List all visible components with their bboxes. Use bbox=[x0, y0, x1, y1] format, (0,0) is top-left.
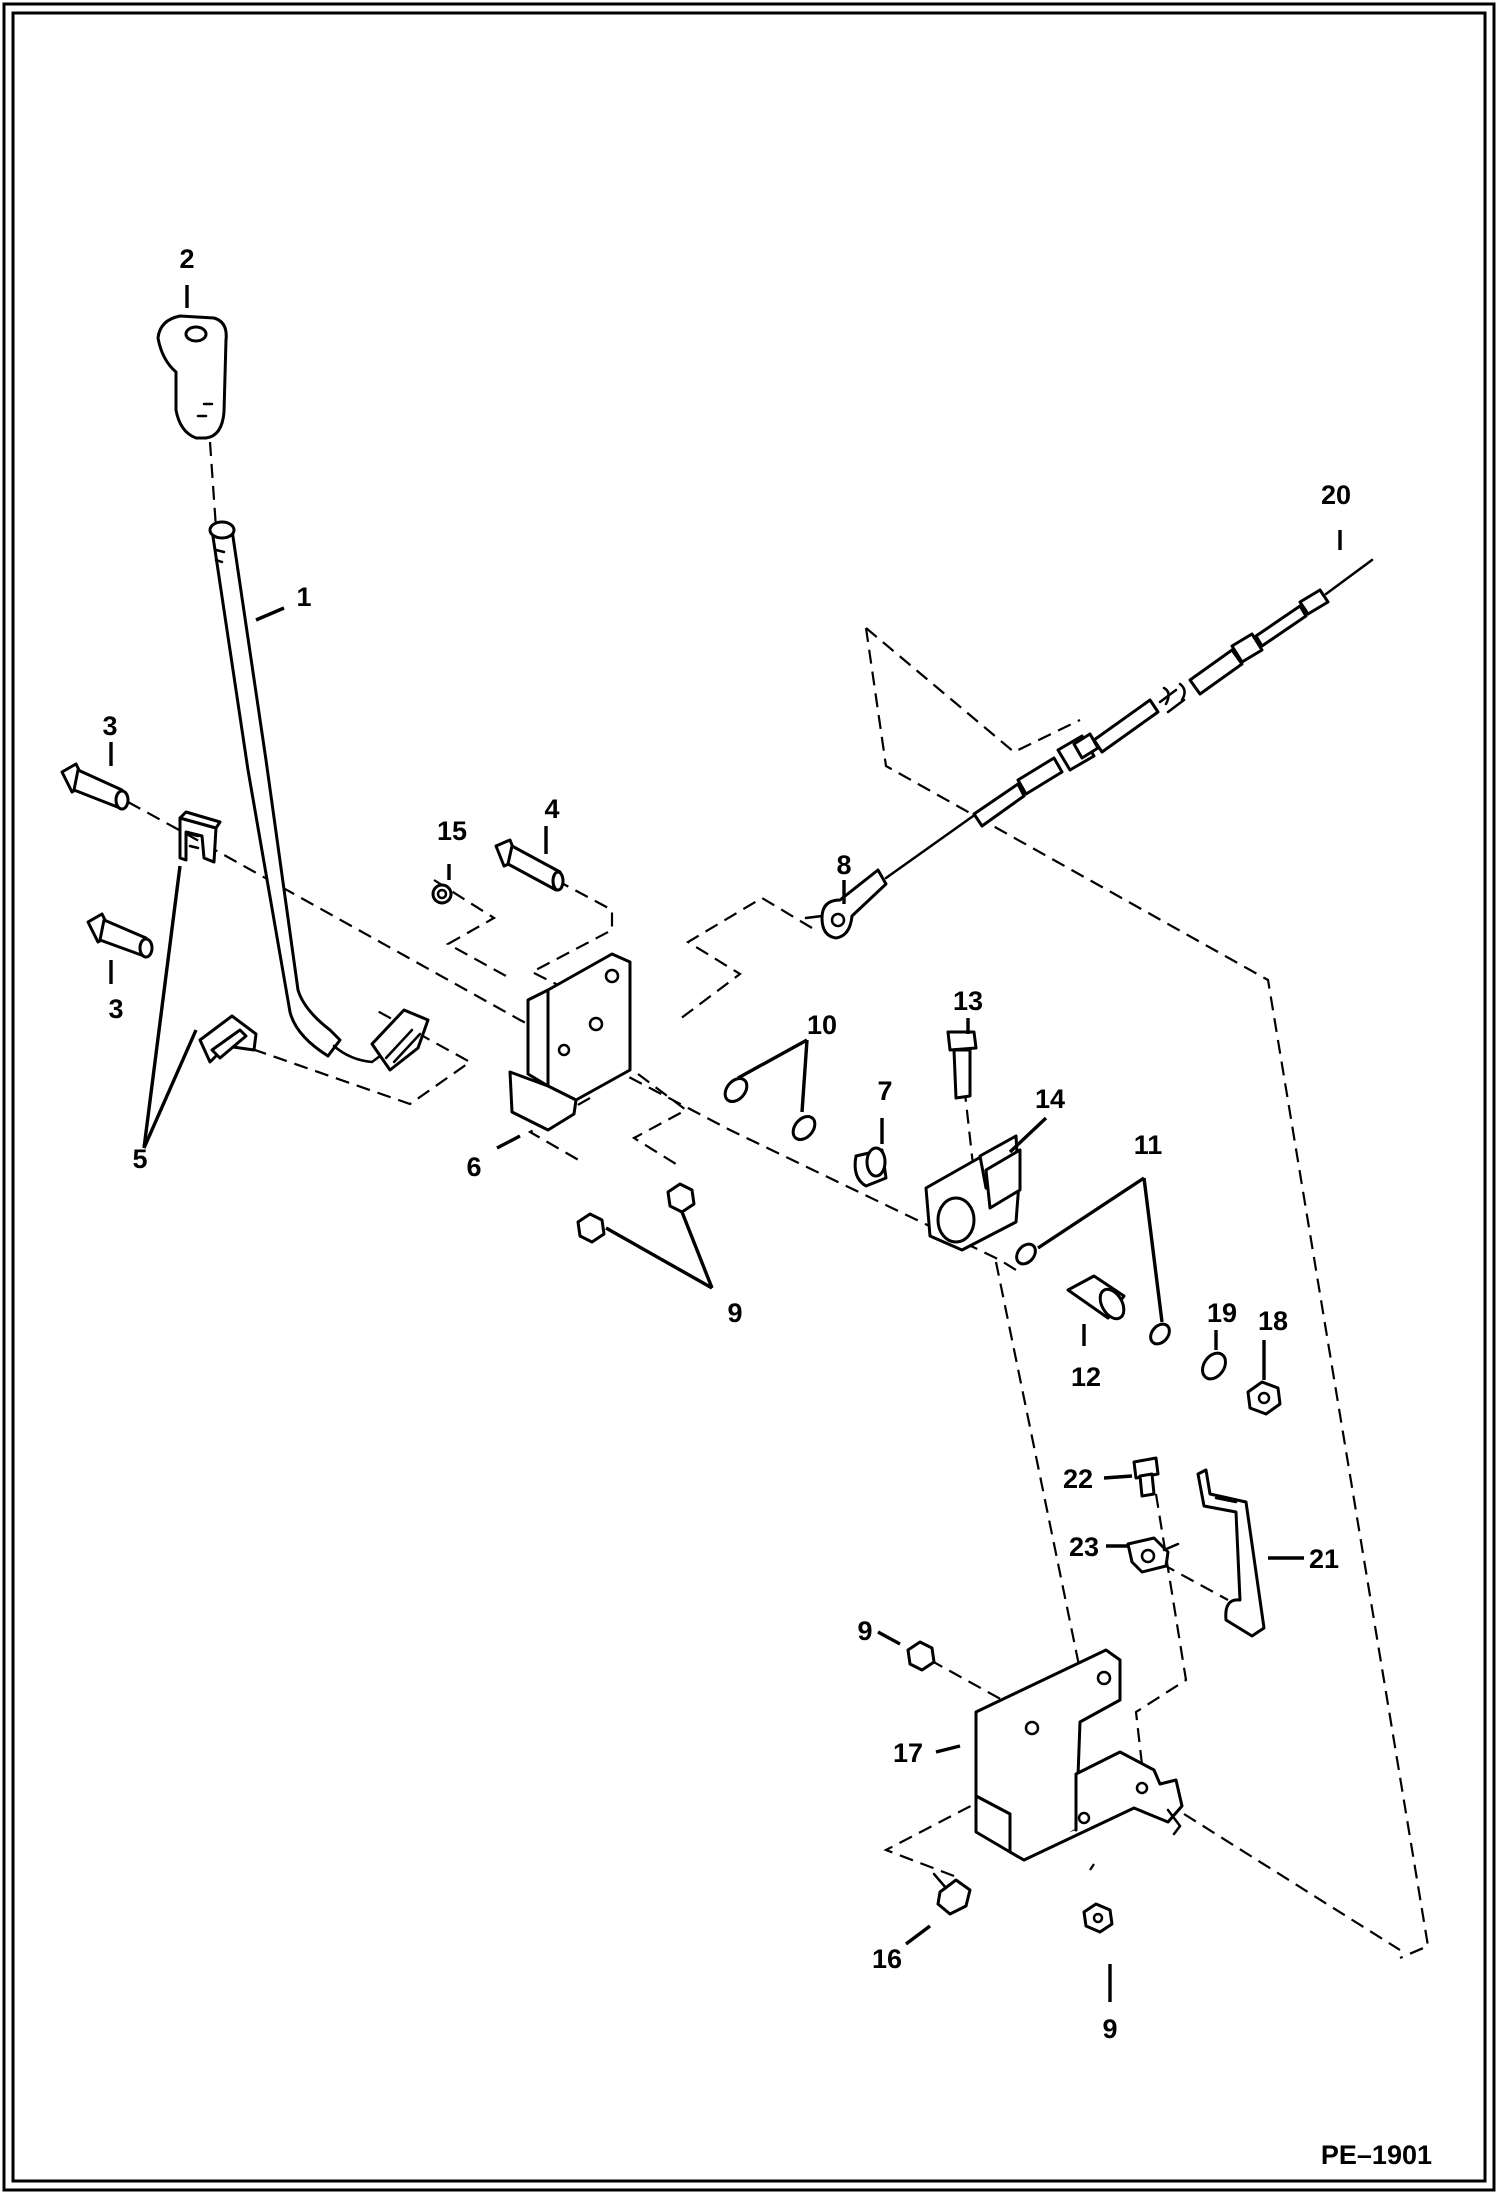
callout-1: 1 bbox=[296, 582, 311, 612]
clamp-upper-part bbox=[178, 810, 222, 864]
lever-part bbox=[208, 520, 430, 1072]
callout-8: 8 bbox=[836, 850, 851, 880]
bolt-lower-part bbox=[86, 912, 154, 959]
callout-12: 12 bbox=[1071, 1362, 1101, 1392]
callout-22: 22 bbox=[1063, 1464, 1093, 1494]
nut-18-part bbox=[1246, 1380, 1282, 1416]
plate-17-part bbox=[974, 1648, 1184, 1862]
callout-9-bracket: 9 bbox=[727, 1298, 742, 1328]
callout-23: 23 bbox=[1069, 1532, 1099, 1562]
nut-15-part bbox=[431, 883, 453, 905]
callout-4: 4 bbox=[544, 794, 559, 824]
nut-9c-part bbox=[906, 1640, 936, 1672]
bolt-13-part bbox=[946, 1030, 978, 1100]
bolt-16-part bbox=[932, 1872, 972, 1916]
callout-5: 5 bbox=[132, 1144, 147, 1174]
callout-6: 6 bbox=[466, 1152, 481, 1182]
clamp-lower-part bbox=[198, 1014, 258, 1064]
callout-14: 14 bbox=[1035, 1084, 1065, 1114]
inner-border bbox=[11, 11, 1487, 2183]
ring-10a-part bbox=[723, 1076, 749, 1104]
callout-13: 13 bbox=[953, 986, 983, 1016]
bracket-6-part bbox=[508, 952, 632, 1132]
callout-10: 10 bbox=[807, 1010, 837, 1040]
ring-11a-part bbox=[1015, 1242, 1037, 1266]
callout-3-upper: 3 bbox=[102, 711, 117, 741]
drawing-reference: PE–1901 bbox=[1321, 2140, 1432, 2170]
clip-23-part bbox=[1126, 1536, 1180, 1574]
callout-20: 20 bbox=[1321, 480, 1351, 510]
callout-17: 17 bbox=[893, 1738, 923, 1768]
callout-9-lower: 9 bbox=[1102, 2014, 1117, 2044]
callout-2: 2 bbox=[179, 244, 194, 274]
nut-9d-part bbox=[1082, 1902, 1114, 1934]
callout-18: 18 bbox=[1258, 1306, 1288, 1336]
washer-19-part bbox=[1201, 1351, 1227, 1381]
pivot-14-part bbox=[924, 1134, 1022, 1252]
callout-19: 19 bbox=[1207, 1298, 1237, 1328]
callout-16: 16 bbox=[872, 1944, 902, 1974]
bolt-upper-part bbox=[60, 762, 130, 811]
nut-9b-part bbox=[666, 1182, 696, 1214]
leader-lines bbox=[109, 285, 1342, 2002]
spacer-12-part bbox=[1066, 1274, 1126, 1321]
callout-15: 15 bbox=[437, 816, 467, 846]
callout-7: 7 bbox=[877, 1076, 892, 1106]
callout-11: 11 bbox=[1134, 1130, 1163, 1160]
callout-9-plate: 9 bbox=[857, 1616, 872, 1646]
callout-3-lower: 3 bbox=[108, 994, 123, 1024]
nut-9a-part bbox=[576, 1212, 606, 1244]
rod-21-part bbox=[1196, 1468, 1266, 1638]
cable-part bbox=[884, 558, 1374, 880]
rod-end-part bbox=[804, 868, 888, 940]
callout-21: 21 bbox=[1309, 1544, 1339, 1574]
bolt-4-part bbox=[494, 838, 565, 892]
ring-11b-part bbox=[1149, 1322, 1171, 1346]
callouts: 2 1 3 3 5 4 15 6 9 8 10 7 13 14 11 12 19… bbox=[102, 244, 1351, 2044]
bolt-22-part bbox=[1132, 1456, 1160, 1498]
ring-10b-part bbox=[791, 1114, 817, 1142]
bushing-7-part bbox=[853, 1146, 888, 1188]
knob-part bbox=[156, 314, 228, 440]
